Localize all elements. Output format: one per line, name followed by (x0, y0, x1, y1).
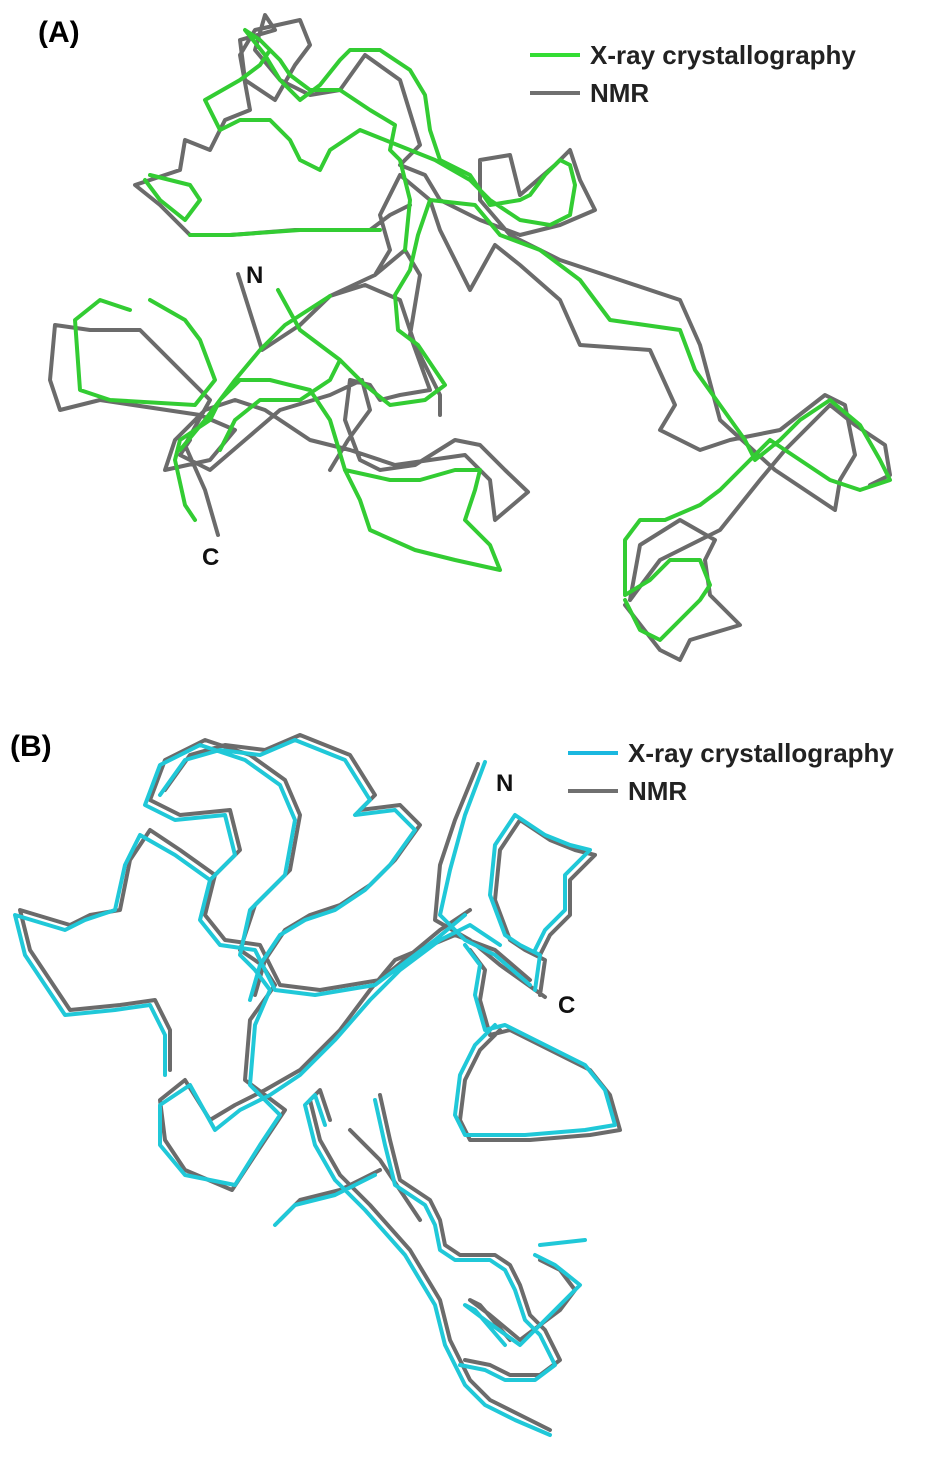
legend-label-nmr: NMR (628, 775, 688, 806)
panel-a-n-terminus-label: N (246, 262, 264, 289)
xray-swatch (530, 53, 580, 57)
panel-a-legend: X-ray crystallography NMR (530, 36, 856, 112)
legend-item-nmr: NMR (568, 772, 894, 810)
legend-item-xray: X-ray crystallography (530, 36, 856, 74)
panel-a-backbone-trace (48, 13, 892, 662)
xray-swatch (568, 751, 618, 755)
panel-b-xray-trace (13, 738, 617, 1437)
panel-a: (A) X-ray crystallography NMR N C (0, 0, 949, 690)
panel-b-legend: X-ray crystallography NMR (568, 734, 894, 810)
panel-b-label: (B) (10, 730, 52, 763)
legend-label-nmr: NMR (590, 77, 650, 108)
legend-label-xray: X-ray crystallography (590, 39, 856, 70)
panel-b: (B) X-ray crystallography NMR N C (0, 700, 949, 1479)
panel-a-xray-trace (73, 28, 892, 642)
panel-b-n-terminus-label: N (496, 770, 514, 797)
nmr-swatch (568, 789, 618, 793)
legend-item-nmr: NMR (530, 74, 856, 112)
panel-b-backbone-trace (13, 733, 622, 1437)
legend-item-xray: X-ray crystallography (568, 734, 894, 772)
panel-a-label: (A) (38, 16, 80, 49)
panel-a-c-terminus-label: C (202, 544, 220, 571)
nmr-swatch (530, 91, 580, 95)
legend-label-xray: X-ray crystallography (628, 737, 894, 768)
panel-b-c-terminus-label: C (558, 992, 576, 1019)
panel-a-nmr-trace (48, 13, 892, 662)
